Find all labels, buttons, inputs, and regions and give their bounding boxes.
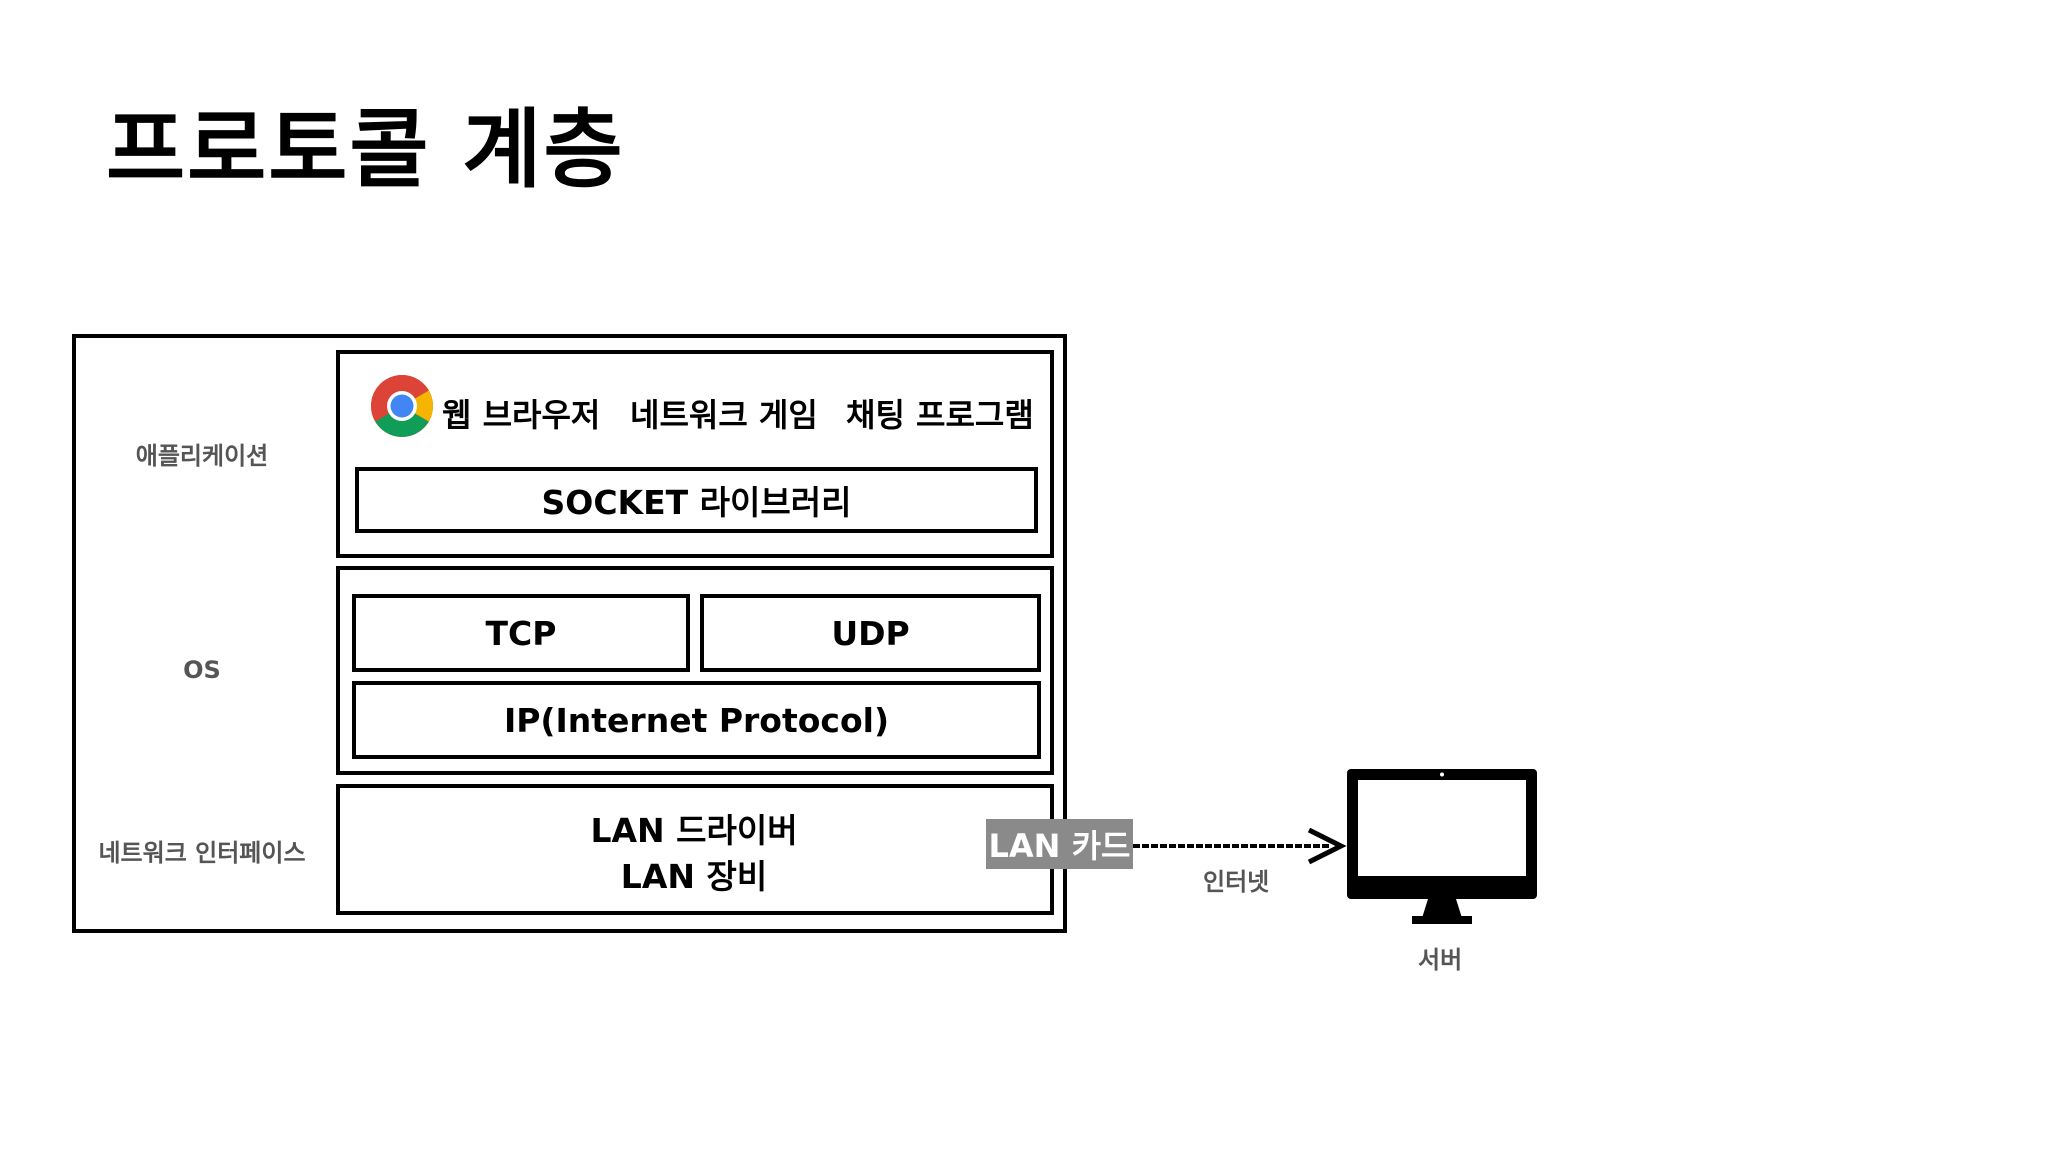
lan-card-badge: LAN 카드 [986,819,1133,869]
tcp-label: TCP [485,613,557,653]
ip-box: IP(Internet Protocol) [352,681,1041,759]
app-web-browser: 웹 브라우저 [442,396,601,434]
tcp-box: TCP [352,594,690,672]
udp-label: UDP [831,613,910,653]
monitor-icon [1347,769,1537,924]
internet-label: 인터넷 [1203,868,1270,896]
chrome-logo-icon [371,375,433,437]
protocol-stack-frame [72,334,1067,933]
udp-box: UDP [700,594,1041,672]
os-layer-label: OS [183,656,221,684]
page-title: 프로토콜 계층 [106,100,625,200]
lan-card-label: LAN 카드 [988,827,1131,865]
socket-library-box: SOCKET 라이브러리 [355,467,1038,533]
lan-device-label: LAN 장비 [620,857,768,896]
lan-driver-label: LAN 드라이버 [590,811,798,850]
os-layer [336,566,1054,775]
internet-arrow [1133,827,1347,865]
server-label: 서버 [1418,946,1463,974]
network-interface-layer-label: 네트워크 인터페이스 [98,839,306,867]
app-chat-program: 채팅 프로그램 [846,396,1034,434]
ip-label: IP(Internet Protocol) [503,700,890,740]
app-network-game: 네트워크 게임 [630,396,818,434]
application-layer-label: 애플리케이션 [135,442,269,470]
socket-library-label: SOCKET 라이브러리 [541,483,852,522]
application-layer [336,350,1054,558]
